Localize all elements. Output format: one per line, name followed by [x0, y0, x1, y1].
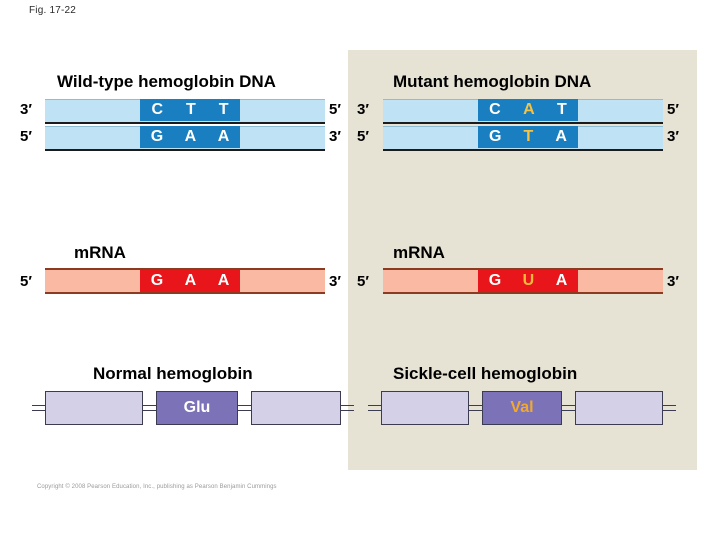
- wt-mrna-strand: G A A: [45, 268, 325, 294]
- mut-template-base-1: C: [489, 101, 501, 118]
- wt-coding-base-2: A: [184, 128, 197, 145]
- mut-mrna-codon: G U A: [478, 270, 578, 292]
- peptide-linker-icon: [143, 404, 156, 412]
- peptide-linker-icon: [663, 404, 676, 412]
- mut-mrna-base-2: U: [522, 272, 535, 289]
- wt-coding-strand: G A A: [45, 126, 325, 151]
- mut-template-base-2: A: [523, 101, 535, 118]
- sickle-residue-val-label: Val: [510, 399, 534, 416]
- wt-mrna-base-3: A: [217, 272, 230, 289]
- sickle-residue-3: [575, 391, 663, 425]
- mut-coding-strand: G T A: [383, 126, 663, 151]
- mut-coding-base-2: T: [523, 128, 534, 145]
- mutant-dna-heading: Mutant hemoglobin DNA: [393, 72, 592, 91]
- wt-mrna-codon: G A A: [140, 270, 240, 292]
- wt-mrna-heading: mRNA: [74, 243, 126, 262]
- figure-label: Fig. 17-22: [29, 5, 77, 16]
- sickle-residue-1: [381, 391, 469, 425]
- mut-coding-codon: G T A: [478, 126, 578, 148]
- wt-template-base-1: C: [151, 101, 164, 118]
- wt-template-left-end: 3′: [20, 101, 32, 118]
- wt-template-base-2: T: [185, 101, 196, 118]
- mut-mrna-strand: G U A: [383, 268, 663, 294]
- copyright-notice: Copyright © 2008 Pearson Education, Inc.…: [37, 484, 277, 490]
- mut-coding-left-end: 5′: [357, 128, 369, 145]
- peptide-linker-icon: [238, 404, 251, 412]
- normal-residue-glu-label: Glu: [183, 399, 211, 416]
- peptide-linker-icon: [32, 404, 45, 412]
- sickle-cell-hemoglobin-heading: Sickle-cell hemoglobin: [393, 364, 578, 383]
- mut-mrna-heading: mRNA: [393, 243, 445, 262]
- wt-mrna-left-end: 5′: [20, 273, 32, 290]
- wt-coding-right-end: 3′: [329, 128, 341, 145]
- mut-template-codon: C A T: [478, 99, 578, 121]
- mut-template-left-end: 3′: [357, 101, 369, 118]
- mut-mrna-right-end: 3′: [667, 273, 679, 290]
- mut-template-strand: C A T: [383, 99, 663, 124]
- sickle-residue-val: Val: [482, 391, 562, 425]
- mut-template-right-end: 5′: [667, 101, 679, 118]
- normal-residue-glu: Glu: [156, 391, 238, 425]
- mut-coding-base-3: A: [555, 128, 567, 145]
- wt-coding-left-end: 5′: [20, 128, 32, 145]
- peptide-linker-icon: [469, 404, 482, 412]
- wt-coding-codon: G A A: [140, 126, 240, 148]
- wt-template-codon: C T T: [140, 99, 240, 121]
- sickle-cell-hemoglobin-chain: Val: [368, 391, 676, 425]
- mut-mrna-base-1: G: [488, 272, 502, 289]
- wt-mrna-right-end: 3′: [329, 273, 341, 290]
- normal-residue-1: [45, 391, 143, 425]
- normal-residue-3: [251, 391, 341, 425]
- wt-mrna-base-2: A: [184, 272, 197, 289]
- normal-hemoglobin-heading: Normal hemoglobin: [93, 364, 253, 383]
- wt-template-strand: C T T: [45, 99, 325, 124]
- peptide-linker-icon: [368, 404, 381, 412]
- wt-coding-base-3: A: [217, 128, 230, 145]
- peptide-linker-icon: [562, 404, 575, 412]
- wt-template-right-end: 5′: [329, 101, 341, 118]
- wt-coding-base-1: G: [150, 128, 164, 145]
- mut-coding-base-1: G: [489, 128, 502, 145]
- normal-hemoglobin-chain: Glu: [32, 391, 354, 425]
- mut-mrna-left-end: 5′: [357, 273, 369, 290]
- wt-mrna-base-1: G: [150, 272, 164, 289]
- peptide-linker-icon: [341, 404, 354, 412]
- wt-template-base-3: T: [218, 101, 229, 118]
- mut-coding-right-end: 3′: [667, 128, 679, 145]
- mut-template-base-3: T: [557, 101, 567, 118]
- mut-mrna-base-3: A: [555, 272, 568, 289]
- wild-type-dna-heading: Wild-type hemoglobin DNA: [57, 72, 276, 91]
